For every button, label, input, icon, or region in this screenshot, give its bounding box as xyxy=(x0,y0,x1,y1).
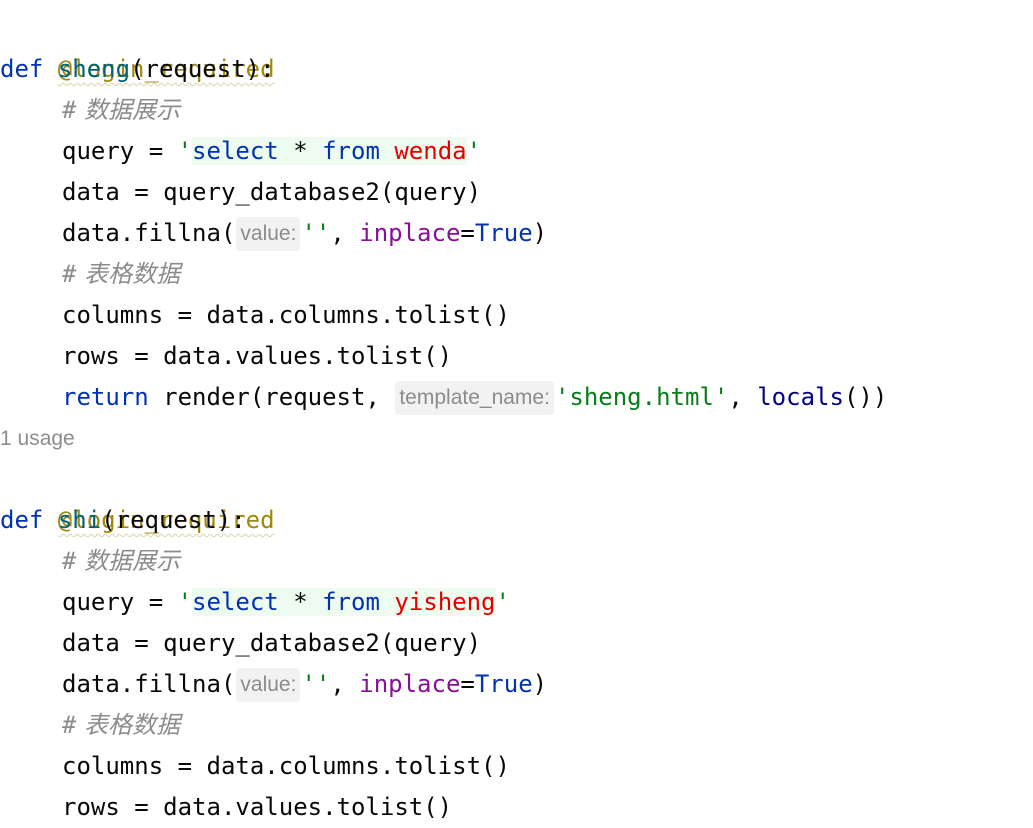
inplace-param: inplace xyxy=(359,219,461,247)
comment-line: # 表格数据 xyxy=(62,705,180,746)
rows-line: rows = data.values.tolist() xyxy=(62,342,453,370)
columns-line: columns = data.columns.tolist() xyxy=(62,752,510,780)
sql-fragment: select * from yisheng xyxy=(192,588,496,616)
inplace-param: inplace xyxy=(359,670,461,698)
comment-text: 表格数据 xyxy=(84,711,181,739)
sql-star: * xyxy=(278,137,323,165)
query-line: query = 'select * from wenda' xyxy=(62,131,481,172)
comment-hash: # xyxy=(62,547,77,575)
fillna-line: data.fillna(value:'', inplace=True) xyxy=(62,213,547,254)
decorator-line: @login_required xyxy=(0,459,275,534)
sql-table: wenda xyxy=(394,137,467,165)
comma: , xyxy=(330,219,360,247)
function-name-sheng[interactable]: sheng xyxy=(57,55,131,83)
sql-from: from xyxy=(322,588,380,616)
comment-line: # 表格数据 xyxy=(62,254,180,295)
equals: = xyxy=(460,219,475,247)
usage-hint[interactable]: 1 usage xyxy=(0,427,75,450)
comma: , xyxy=(330,670,360,698)
def-keyword: def xyxy=(0,506,44,534)
empty-string: '' xyxy=(301,219,331,247)
sql-select: select xyxy=(192,137,279,165)
query-line: query = 'select * from yisheng' xyxy=(62,582,510,623)
columns-line: columns = data.columns.tolist() xyxy=(62,301,510,329)
string-quote: ' xyxy=(495,588,510,616)
param-hint: value: xyxy=(236,217,301,251)
true-keyword: True xyxy=(474,670,533,698)
def-line-sheng: def sheng(request): xyxy=(0,49,275,90)
string-quote: ' xyxy=(177,588,193,616)
comma: , xyxy=(728,383,758,411)
locals-builtin: locals xyxy=(757,383,844,411)
close-paren: ) xyxy=(532,670,548,698)
data-line: data = query_database2(query) xyxy=(62,178,482,206)
comment-hash: # xyxy=(62,96,77,124)
def-keyword: def xyxy=(0,55,44,83)
sql-select: select xyxy=(192,588,279,616)
sql-from: from xyxy=(322,137,380,165)
query-assign: query = xyxy=(62,137,178,165)
true-keyword: True xyxy=(474,219,533,247)
locals-tail: ()) xyxy=(843,383,888,411)
empty-string: '' xyxy=(301,670,331,698)
function-params: (request): xyxy=(101,506,246,534)
fillna-line: data.fillna(value:'', inplace=True) xyxy=(62,664,547,705)
equals: = xyxy=(460,670,475,698)
decorator-line: @login_required xyxy=(0,8,275,83)
comment-hash: # xyxy=(62,260,77,288)
return-keyword: return xyxy=(62,383,149,411)
comment-text: 数据展示 xyxy=(84,96,181,124)
string-quote: ' xyxy=(466,137,482,165)
query-assign: query = xyxy=(62,588,178,616)
template-string: 'sheng.html' xyxy=(554,383,729,411)
def-line-shi: def shi(request): xyxy=(0,500,246,541)
decorator: @login_required xyxy=(57,506,275,534)
data-line: data = query_database2(query) xyxy=(62,629,482,657)
fillna-call: data.fillna( xyxy=(62,670,236,698)
param-hint: value: xyxy=(236,668,301,702)
comment-text: 表格数据 xyxy=(84,260,181,288)
param-hint: template_name: xyxy=(395,381,554,415)
comment-line: # 数据展示 xyxy=(62,90,180,131)
comment-text: 数据展示 xyxy=(84,547,181,575)
rows-line: rows = data.values.tolist() xyxy=(62,793,453,821)
comment-line: # 数据展示 xyxy=(62,541,180,582)
string-quote: ' xyxy=(177,137,193,165)
sql-star: * xyxy=(278,588,323,616)
render-call: render(request, xyxy=(148,383,395,411)
return-line: return render(request, template_name:'sh… xyxy=(62,377,887,418)
comment-hash: # xyxy=(62,711,77,739)
function-params: (request): xyxy=(130,55,275,83)
sql-table: yisheng xyxy=(394,588,496,616)
function-name-shi[interactable]: shi xyxy=(57,506,102,534)
close-paren: ) xyxy=(532,219,548,247)
fillna-call: data.fillna( xyxy=(62,219,236,247)
decorator: @login_required xyxy=(57,55,275,83)
sql-fragment: select * from wenda xyxy=(192,137,467,165)
